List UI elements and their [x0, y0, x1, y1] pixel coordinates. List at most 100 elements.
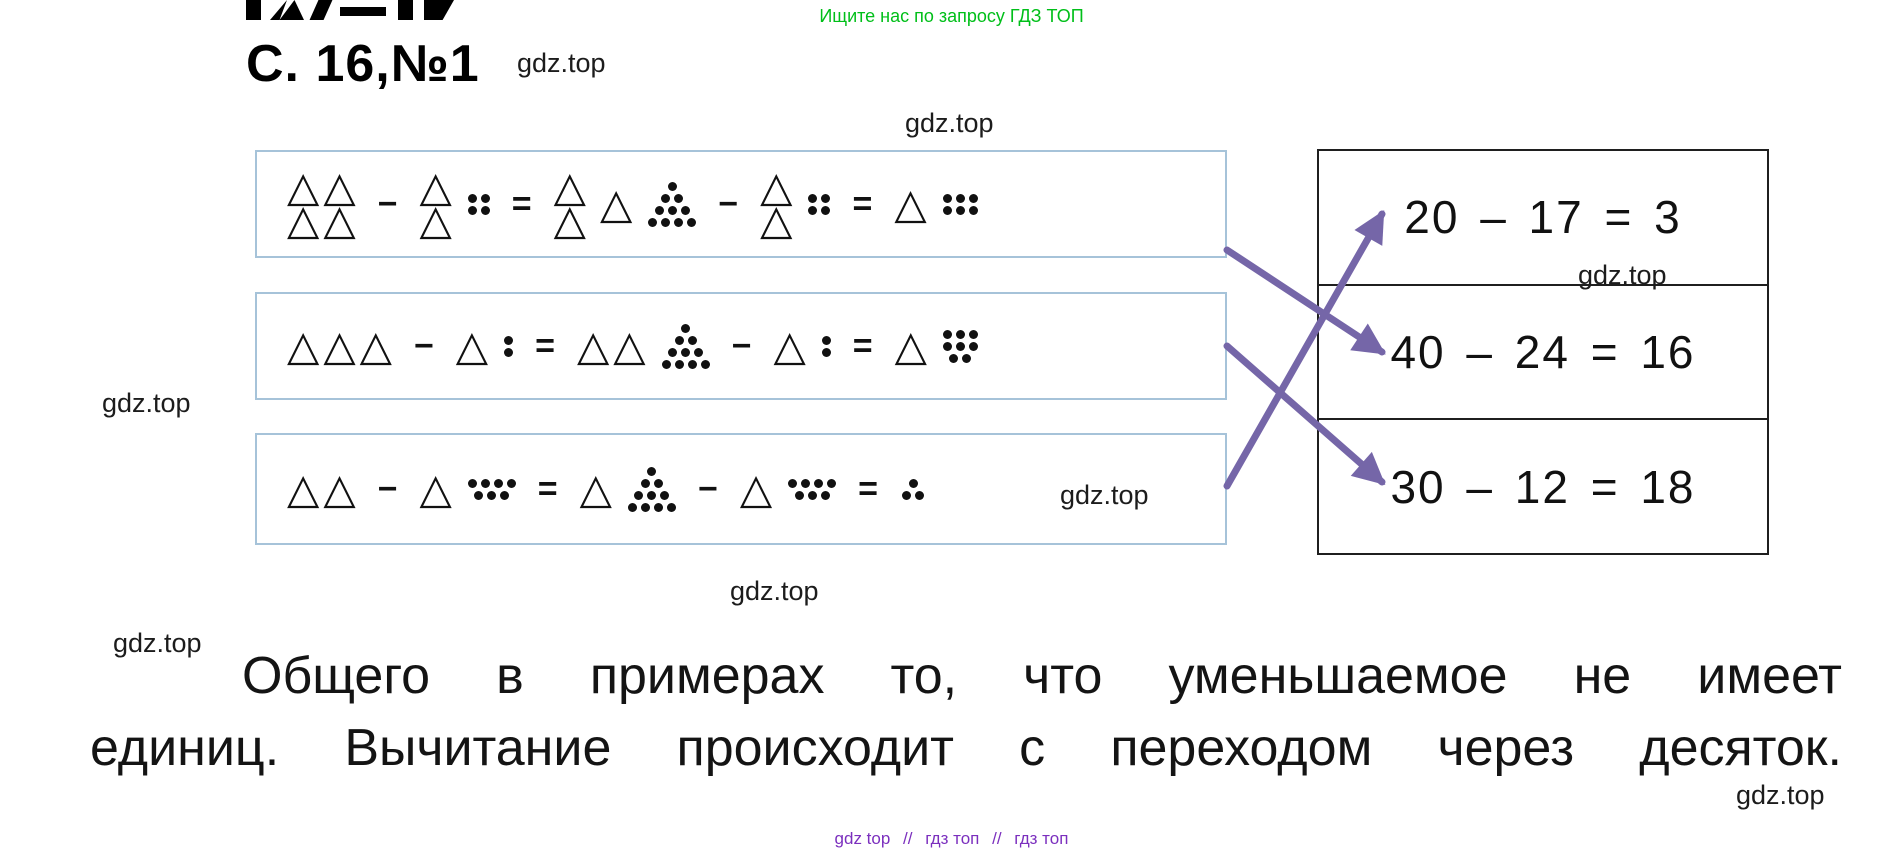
dot-icon: [820, 490, 830, 500]
triangles-tens: △△△: [287, 321, 392, 369]
equation-cell-1: 20 – 17 = 3: [1319, 151, 1767, 286]
dots-units: [504, 335, 514, 357]
operator: −: [377, 184, 398, 223]
triangle-icon: △: [359, 321, 392, 369]
operator: =: [852, 326, 873, 365]
dot-icon: [955, 329, 965, 339]
dot-icon: [808, 193, 818, 203]
dot-icon: [493, 478, 503, 488]
triangle-icon: △: [323, 321, 356, 369]
dots-units: [661, 323, 710, 369]
triangle-icon: △: [739, 464, 773, 512]
operator: −: [718, 184, 739, 223]
dots-units: [942, 193, 978, 215]
dot-icon: [480, 193, 490, 203]
dot-icon: [660, 490, 670, 500]
dot-icon: [821, 347, 831, 357]
dot-icon: [681, 347, 691, 357]
operator: −: [731, 326, 752, 365]
triangles-tens: △: [739, 464, 773, 512]
equation-text: 20 – 17 = 3: [1404, 191, 1682, 244]
dot-icon: [680, 205, 690, 215]
dot-icon: [968, 329, 978, 339]
dots-units: [648, 181, 697, 227]
dots-units: [788, 478, 837, 500]
triangles-tens: △: [773, 324, 805, 366]
dot-icon: [487, 490, 497, 500]
dot-icon: [687, 217, 697, 227]
dot-icon: [674, 193, 684, 203]
equation-text: 30 – 12 = 18: [1390, 460, 1696, 513]
dots-units: [627, 466, 676, 512]
dot-icon: [640, 502, 650, 512]
triangle-icon: △: [287, 196, 320, 243]
dot-icon: [694, 347, 704, 357]
arrow-box1-to-row2: [1223, 246, 1386, 356]
triangles-tens: △: [894, 179, 927, 227]
dot-icon: [949, 353, 959, 363]
dot-icon: [955, 205, 965, 215]
triangle-icon: △: [287, 163, 320, 211]
dots-units: [808, 193, 831, 215]
triangles-tens: △△: [553, 163, 586, 243]
dot-icon: [942, 341, 952, 351]
watermark: gdz.top: [102, 388, 191, 418]
dot-icon: [653, 502, 663, 512]
triangle-icon: △: [419, 464, 452, 512]
dot-icon: [667, 205, 677, 215]
watermark: gdz.top: [905, 108, 994, 138]
page-title: С. 16,№1: [246, 35, 480, 93]
triangle-icon: △: [455, 321, 489, 369]
dot-icon: [647, 466, 657, 476]
triangles-tens: △: [455, 321, 489, 369]
triangles-tens: △△△△: [287, 163, 356, 243]
dot-icon: [627, 502, 637, 512]
triangle-icon: △: [553, 196, 586, 243]
triangles-tens: △: [419, 464, 452, 512]
dot-icon: [955, 341, 965, 351]
picture-equation-row-1: △△△△−△△=△△△−△△=△: [255, 150, 1227, 258]
footer-separator: //: [992, 829, 1002, 848]
operator: =: [511, 184, 532, 223]
dot-icon: [942, 329, 952, 339]
dot-icon: [474, 490, 484, 500]
footer-link-2[interactable]: гдз топ: [925, 829, 980, 848]
dot-icon: [666, 502, 676, 512]
dot-icon: [801, 478, 811, 488]
footer-link-3[interactable]: гдз топ: [1014, 829, 1069, 848]
dot-icon: [674, 217, 684, 227]
dot-icon: [942, 193, 952, 203]
operator: −: [377, 469, 398, 508]
cropped-text-artifact: [246, 0, 456, 20]
picture-equation-row-2: △△△−△=△△−△=△: [255, 292, 1227, 400]
dot-icon: [661, 359, 671, 369]
operator: =: [852, 184, 873, 223]
triangle-icon: △: [576, 321, 610, 369]
dot-icon: [955, 193, 965, 203]
dot-icon: [467, 478, 477, 488]
triangle-icon: △: [553, 163, 586, 211]
answers-table: 20 – 17 = 3 40 – 24 = 16 30 – 12 = 18: [1317, 149, 1769, 555]
dots-units: [821, 335, 831, 357]
equation-text: 40 – 24 = 16: [1390, 326, 1696, 378]
triangles-tens: △: [600, 182, 632, 224]
triangle-icon: △: [613, 321, 646, 369]
dot-icon: [968, 341, 978, 351]
dot-icon: [467, 205, 477, 215]
dot-icon: [827, 478, 837, 488]
dot-icon: [467, 193, 477, 203]
dot-icon: [821, 335, 831, 345]
footer-link-1[interactable]: gdz top: [834, 829, 891, 848]
dot-icon: [504, 335, 514, 345]
triangle-icon: △: [419, 163, 452, 211]
dot-icon: [648, 217, 658, 227]
watermark: gdz.top: [1060, 480, 1149, 510]
dot-icon: [968, 193, 978, 203]
matching-arrows: [1223, 210, 1386, 490]
dot-icon: [808, 205, 818, 215]
triangle-icon: △: [894, 179, 927, 227]
dot-icon: [788, 478, 798, 488]
dot-icon: [968, 205, 978, 215]
dot-icon: [902, 490, 911, 500]
